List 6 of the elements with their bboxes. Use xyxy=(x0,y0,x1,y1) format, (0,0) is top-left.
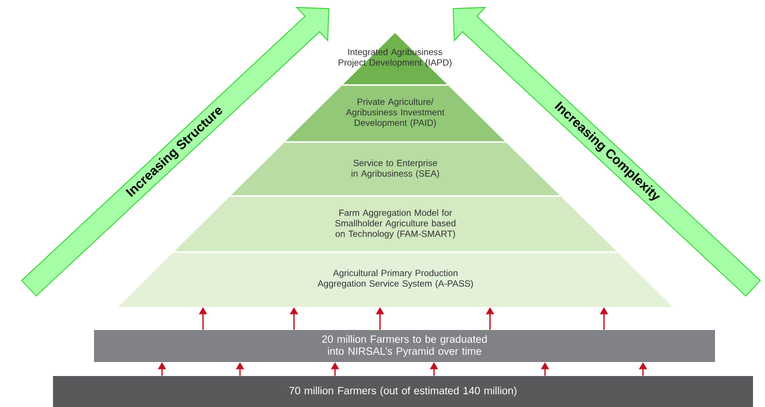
pyramid-tier: Private Agriculture/ Agribusiness Investment Development (PAID) xyxy=(284,84,506,142)
pyramid-tier: Agricultural Primary Production Aggregation Service System (A-PASS) xyxy=(118,251,673,307)
population-bar: 70 million Farmers (out of estimated 140 million) xyxy=(53,376,753,407)
population-bar: 20 million Farmers to be graduated into NIRSAL’s Pyramid over time xyxy=(94,330,715,362)
pyramid-tier: Service to Enterprise in Agribusiness (SEA) xyxy=(230,141,560,196)
pyramid-tier: Farm Aggregation Model for Smallholder Agriculture based on Technology (FAM-SMART) xyxy=(174,195,618,252)
